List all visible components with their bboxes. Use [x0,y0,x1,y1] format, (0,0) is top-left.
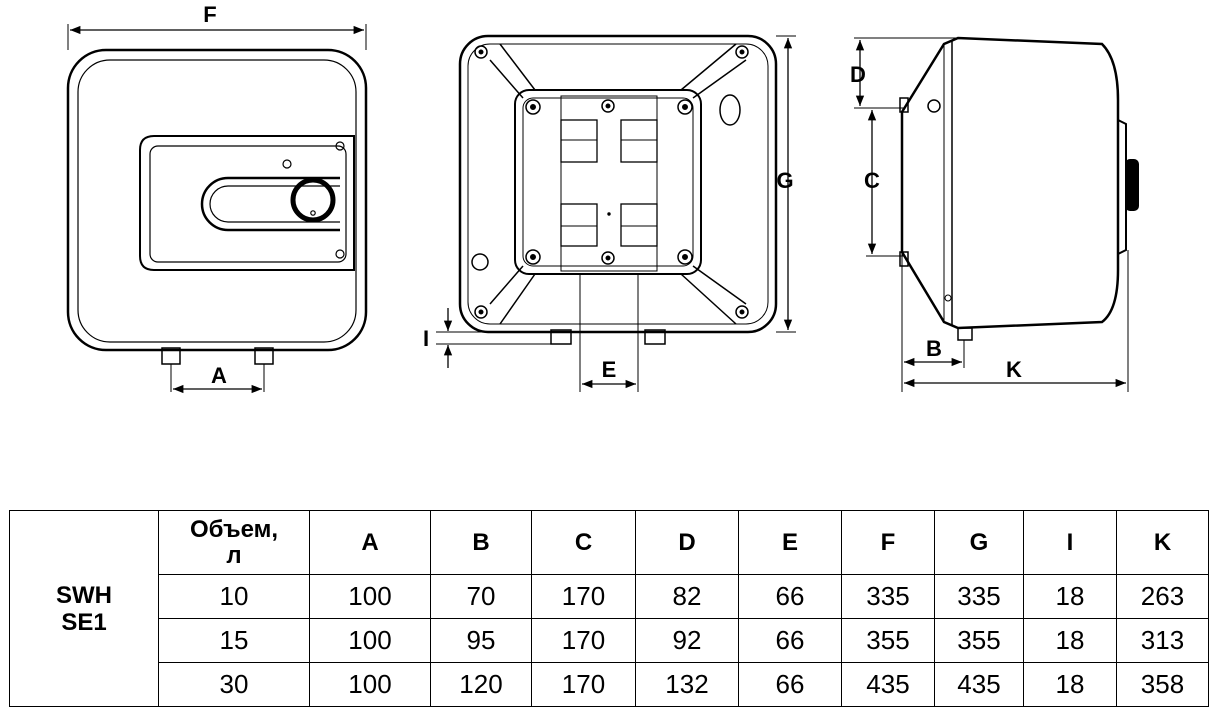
label-D: D [850,62,866,87]
cell-e: 66 [738,618,842,663]
cell-k: 313 [1116,618,1209,663]
label-F: F [203,2,216,27]
cell-f: 435 [841,662,935,707]
header-c: C [531,510,636,575]
header-i: I [1023,510,1117,575]
cell-d: 132 [635,662,739,707]
table-header-row: SWH SE1 Объем, л A B C D E F G I K [9,510,1209,707]
cell-volume: 15 [158,618,310,663]
header-g: G [934,510,1024,575]
model-line-2: SE1 [61,608,107,636]
label-B: B [926,336,942,361]
header-volume: Объем, л [158,510,310,575]
label-A: A [211,363,227,388]
cell-d: 92 [635,618,739,663]
cell-i: 18 [1023,574,1117,619]
front-view [66,24,368,394]
label-C: C [864,168,880,193]
dimensions-table: SWH SE1 Объем, л A B C D E F G I K 10 10… [9,510,1209,707]
cell-e: 66 [738,574,842,619]
header-f: F [841,510,935,575]
cell-g: 435 [934,662,1024,707]
model-cell: SWH SE1 [9,510,159,707]
cell-b: 70 [430,574,532,619]
cell-g: 355 [934,618,1024,663]
header-k: K [1116,510,1209,575]
cell-f: 355 [841,618,935,663]
rear-view [436,34,796,392]
label-G: G [776,168,793,193]
header-a: A [309,510,431,575]
header-e: E [738,510,842,575]
label-I: I [423,326,429,351]
table-row: 30 100 120 170 132 66 435 435 18 358 [10,662,1209,707]
cell-b: 120 [430,662,532,707]
cell-c: 170 [531,574,636,619]
side-view [854,36,1139,392]
table-row: 15 100 95 170 92 66 355 355 18 313 [10,618,1209,663]
cell-f: 335 [841,574,935,619]
label-E: E [602,357,617,382]
cell-k: 263 [1116,574,1209,619]
cell-c: 170 [531,618,636,663]
technical-drawing: F A [66,2,1139,394]
cell-d: 82 [635,574,739,619]
cell-a: 100 [309,662,431,707]
cell-a: 100 [309,574,431,619]
cell-c: 170 [531,662,636,707]
cell-a: 100 [309,618,431,663]
cell-volume: 10 [158,574,310,619]
label-K: K [1006,357,1022,382]
table-row: 10 100 70 170 82 66 335 335 18 263 [10,574,1209,619]
header-d: D [635,510,739,575]
model-line-1: SWH [56,581,112,609]
header-b: B [430,510,532,575]
cell-g: 335 [934,574,1024,619]
cell-i: 18 [1023,662,1117,707]
cell-k: 358 [1116,662,1209,707]
cell-b: 95 [430,618,532,663]
cell-volume: 30 [158,662,310,707]
cell-i: 18 [1023,618,1117,663]
cell-e: 66 [738,662,842,707]
